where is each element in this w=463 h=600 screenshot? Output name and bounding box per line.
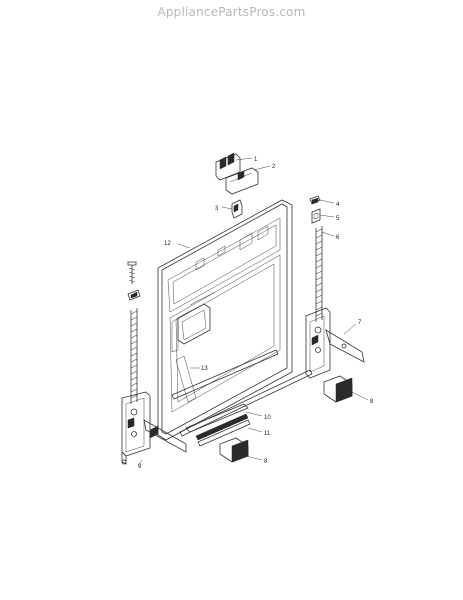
callout-13: 13 xyxy=(201,366,208,372)
callout-8-bottom: 8 xyxy=(264,459,268,465)
right-spring xyxy=(315,226,323,322)
bottom-strip-10 xyxy=(185,403,249,433)
bottom-end-cap xyxy=(219,437,249,463)
left-screw xyxy=(127,261,137,284)
door-handle-block xyxy=(171,303,211,403)
door-panel xyxy=(157,199,293,441)
callout-4: 4 xyxy=(336,202,340,208)
left-hinge xyxy=(121,391,187,465)
callout-11: 11 xyxy=(264,431,271,437)
left-clip xyxy=(127,289,141,301)
callout-numbers: 1 2 3 4 5 6 7 8 9 10 11 12 13 8 xyxy=(138,157,374,470)
right-end-cap xyxy=(323,375,353,403)
callout-2: 2 xyxy=(272,164,276,170)
leader-lines xyxy=(137,157,369,467)
callout-8-right: 8 xyxy=(370,399,374,405)
part-3-clip xyxy=(231,199,243,219)
watermark-text: AppliancePartsPros.com xyxy=(157,5,306,19)
callout-1: 1 xyxy=(254,157,258,163)
latch-assembly xyxy=(215,152,259,195)
callout-9: 9 xyxy=(138,464,142,470)
callout-12: 12 xyxy=(164,241,171,247)
callout-3: 3 xyxy=(215,206,219,212)
lower-rail xyxy=(171,349,313,437)
part-4-bumper xyxy=(309,195,321,205)
callout-10: 10 xyxy=(264,415,271,421)
callout-6: 6 xyxy=(336,235,340,241)
part-5-bracket xyxy=(311,208,321,224)
bottom-strip-11 xyxy=(195,413,251,447)
callout-7: 7 xyxy=(358,320,362,326)
right-hinge xyxy=(305,307,365,379)
left-spring xyxy=(130,308,138,404)
callout-5: 5 xyxy=(336,216,340,222)
